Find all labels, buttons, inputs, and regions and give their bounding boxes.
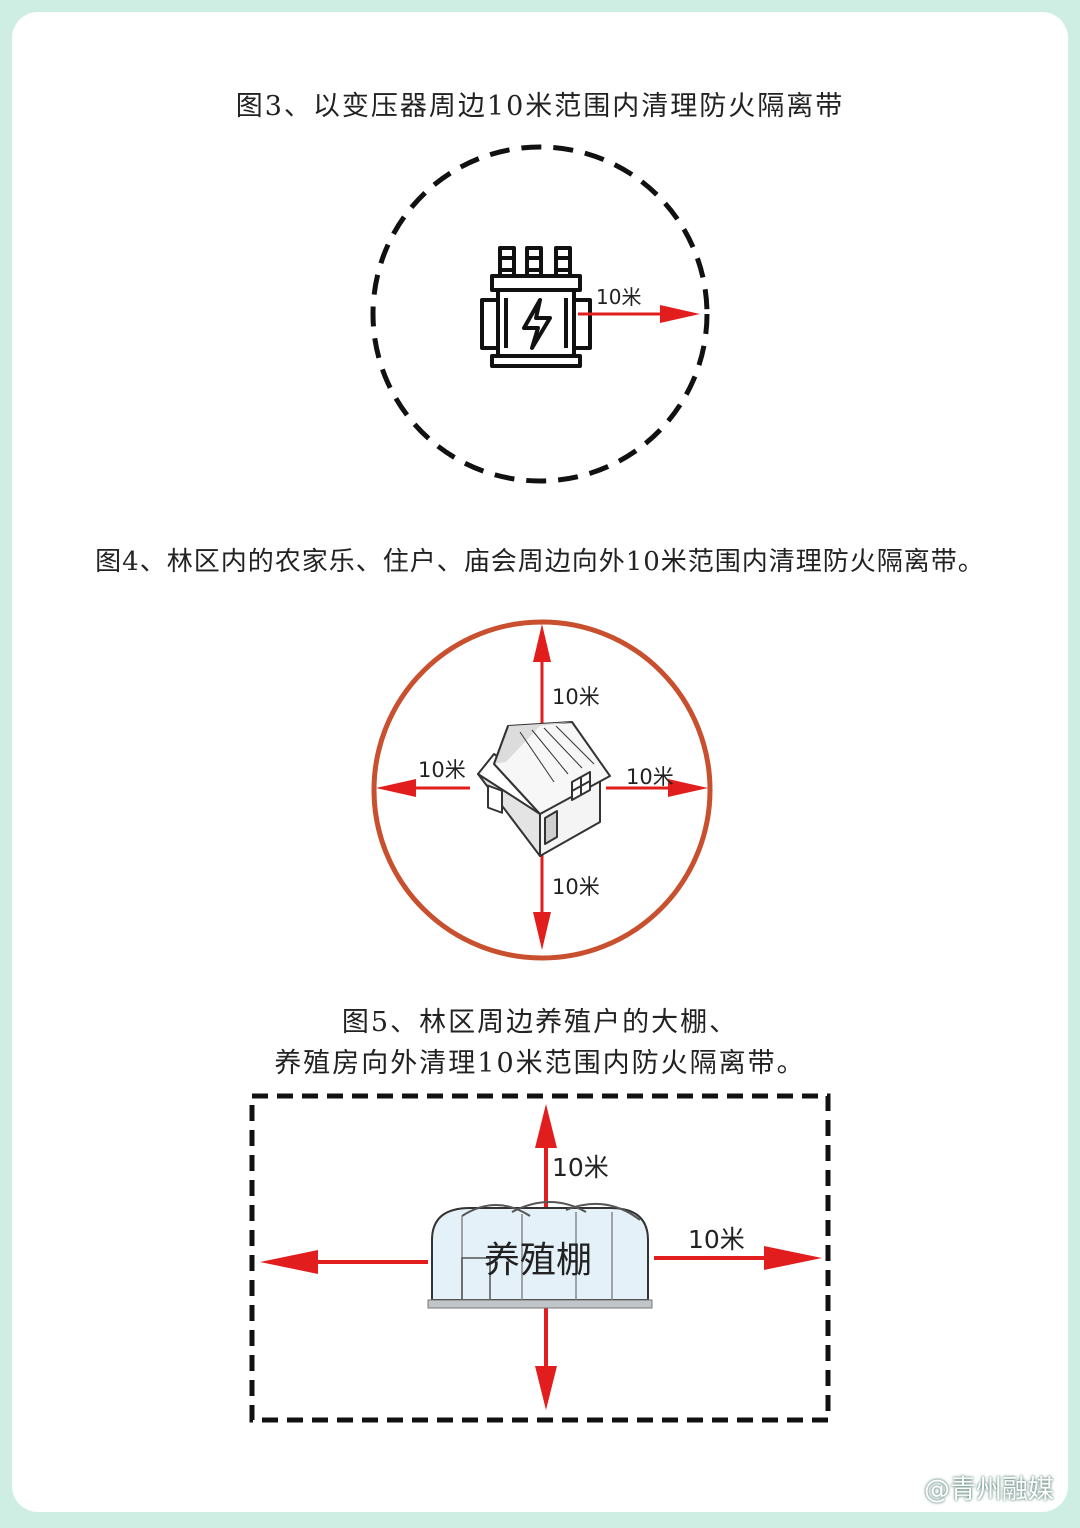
figure4-caption: 图4、林区内的农家乐、住户、庙会周边向外10米范围内清理防火隔离带。 [95, 547, 985, 577]
firebreak-boundary-circle [371, 619, 713, 961]
distance-arrow-left [260, 1250, 428, 1274]
distance-arrow-right [578, 305, 700, 323]
figure5-label-right: 10米 [688, 1225, 745, 1254]
figure5-caption-line1: 图5、林区周边养殖户的大棚、 [341, 1007, 739, 1038]
figure3-diagram: 10米 [370, 144, 710, 484]
figure4-diagram: 10米 10米 10米 10米 [371, 619, 713, 961]
figure4-label-top: 10米 [552, 685, 600, 709]
figure5-diagram: 养殖棚 10米 10米 [249, 1093, 831, 1423]
figure4-label-bottom: 10米 [552, 875, 600, 899]
greenhouse-label: 养殖棚 [484, 1240, 592, 1281]
distance-arrow-left [376, 779, 470, 797]
figure5-caption-line2: 养殖房向外清理10米范围内防火隔离带。 [274, 1048, 806, 1079]
figure3-distance-label: 10米 [596, 285, 641, 309]
distance-arrow-down [533, 844, 551, 950]
figure4-label-right: 10米 [626, 765, 674, 789]
firebreak-boundary-dashed-rect [249, 1093, 831, 1423]
figure5-label-top: 10米 [552, 1153, 609, 1182]
figure4-label-left: 10米 [418, 758, 466, 782]
distance-arrow-down [535, 1308, 557, 1410]
distance-arrow-up [535, 1104, 557, 1208]
distance-arrow-up [533, 624, 551, 724]
house-icon [477, 721, 611, 857]
figure3-caption: 图3、以变压器周边10米范围内清理防火隔离带 [235, 91, 845, 122]
greenhouse-icon [427, 1201, 653, 1309]
distance-arrow-right [654, 1246, 822, 1270]
distance-arrow-right [606, 779, 708, 797]
watermark: @青州融媒 [923, 1475, 1054, 1505]
firebreak-boundary-dashed [370, 144, 710, 484]
transformer-icon [480, 246, 592, 368]
